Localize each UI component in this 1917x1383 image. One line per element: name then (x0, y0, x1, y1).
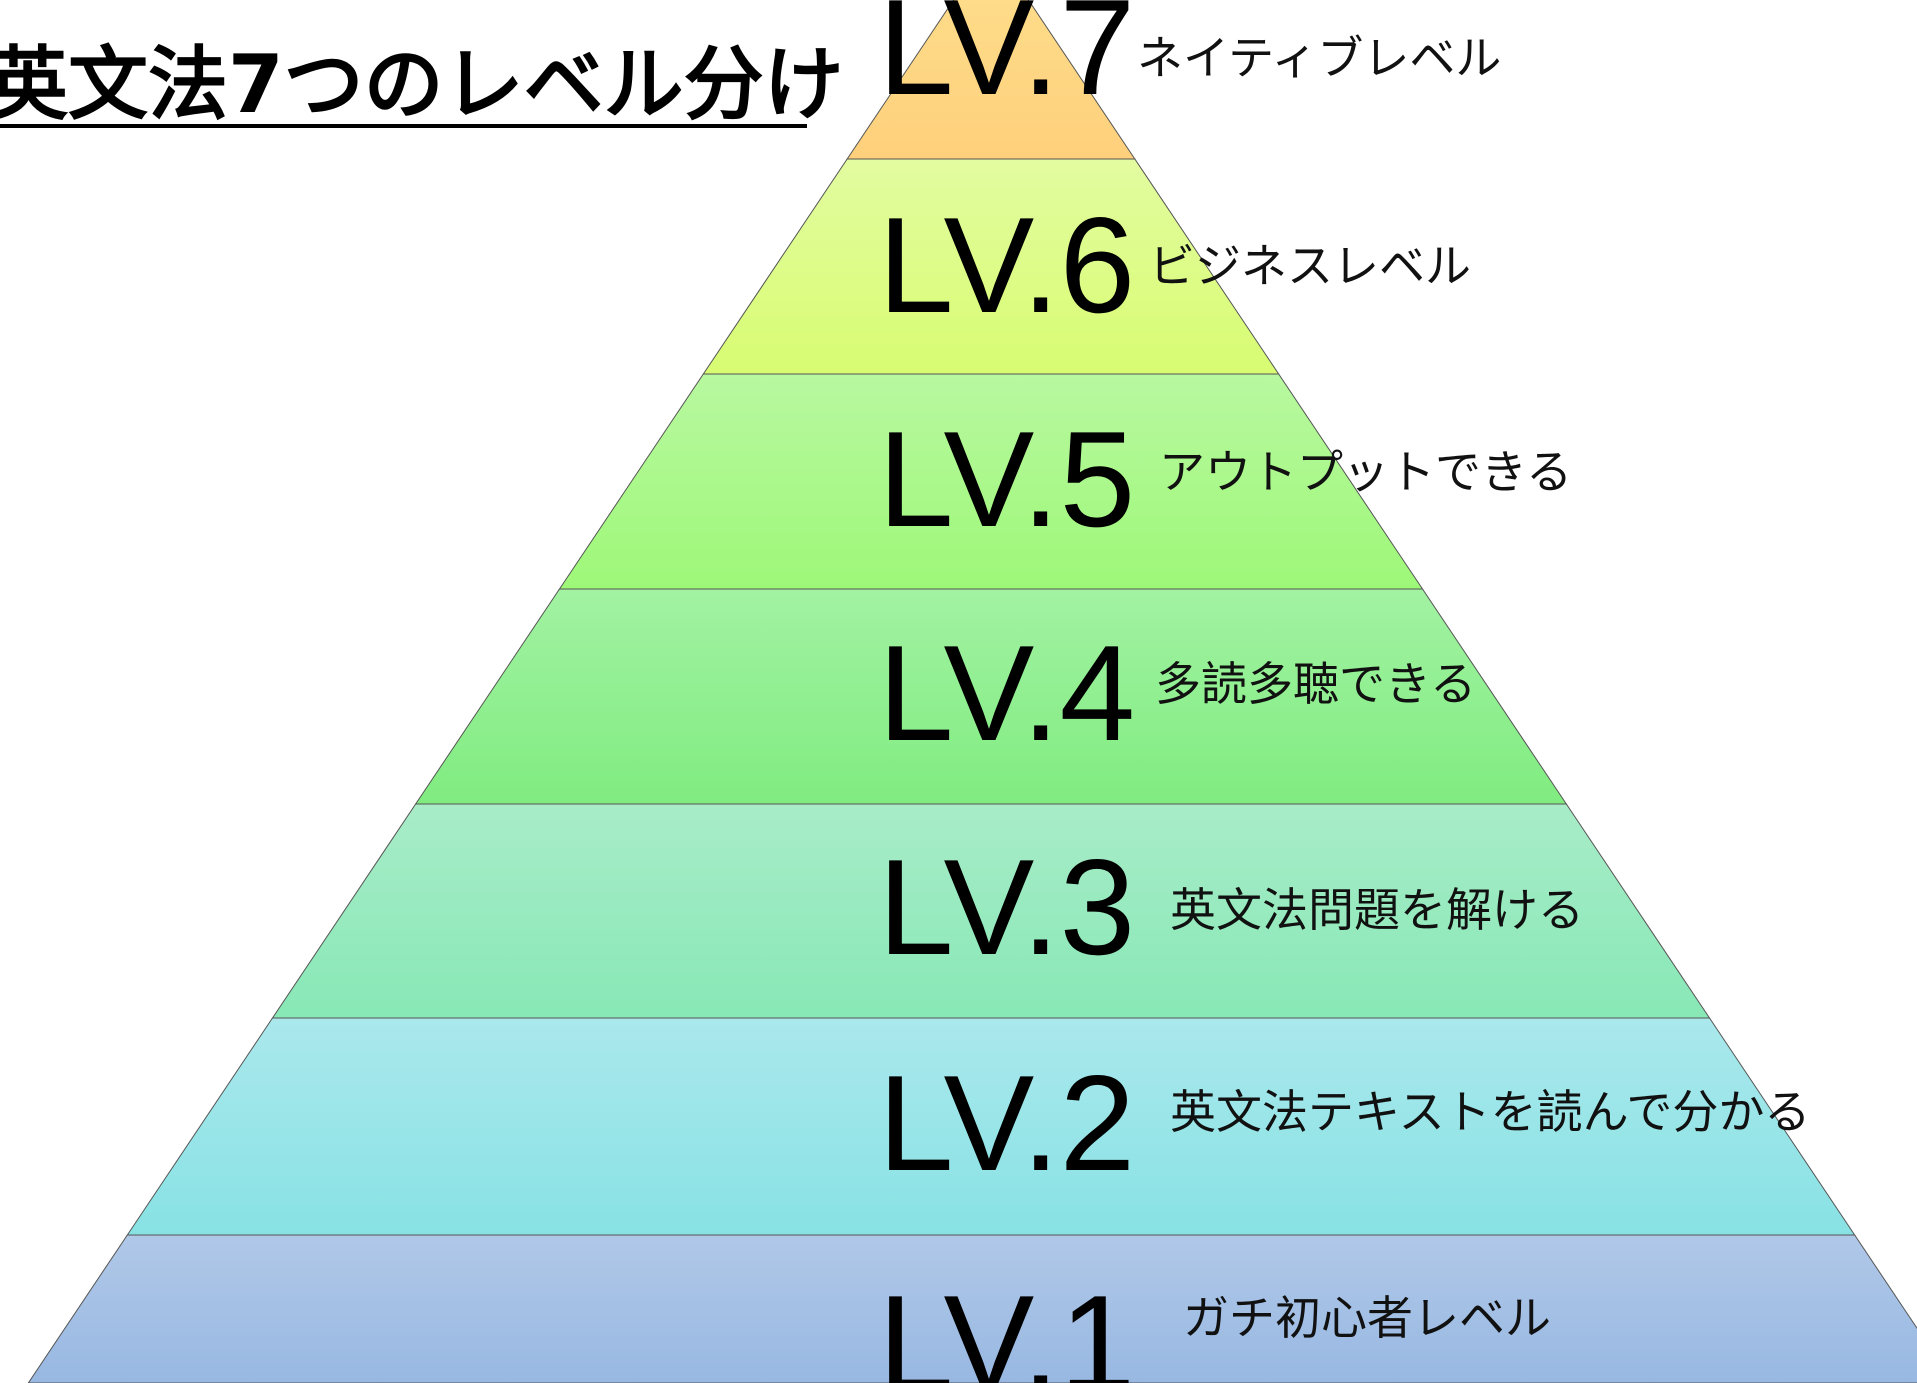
level-3-label: LV.3 (878, 831, 1135, 983)
level-2-label: LV.2 (878, 1047, 1135, 1199)
level-1-label: LV.1 (878, 1267, 1135, 1383)
level-1-band (27, 1234, 1917, 1383)
level-7-label: LV.7 (878, 0, 1135, 123)
level-4-label: LV.4 (878, 617, 1135, 769)
level-6-label: LV.6 (878, 189, 1135, 341)
level-1-description: ガチ初心者レベル (1183, 1291, 1551, 1345)
level-5-label: LV.5 (878, 403, 1135, 555)
level-6-description: ビジネスレベル (1149, 239, 1471, 293)
level-3-description: 英文法問題を解ける (1170, 883, 1584, 937)
level-5-description: アウトプットできる (1159, 445, 1572, 499)
level-2-description: 英文法テキストを読んで分かる (1170, 1085, 1810, 1139)
level-7-description: ネイティブレベル (1137, 31, 1501, 85)
diagram-title: 英文法7つのレベル分け (0, 38, 844, 131)
level-4-description: 多読多聴できる (1155, 657, 1476, 711)
